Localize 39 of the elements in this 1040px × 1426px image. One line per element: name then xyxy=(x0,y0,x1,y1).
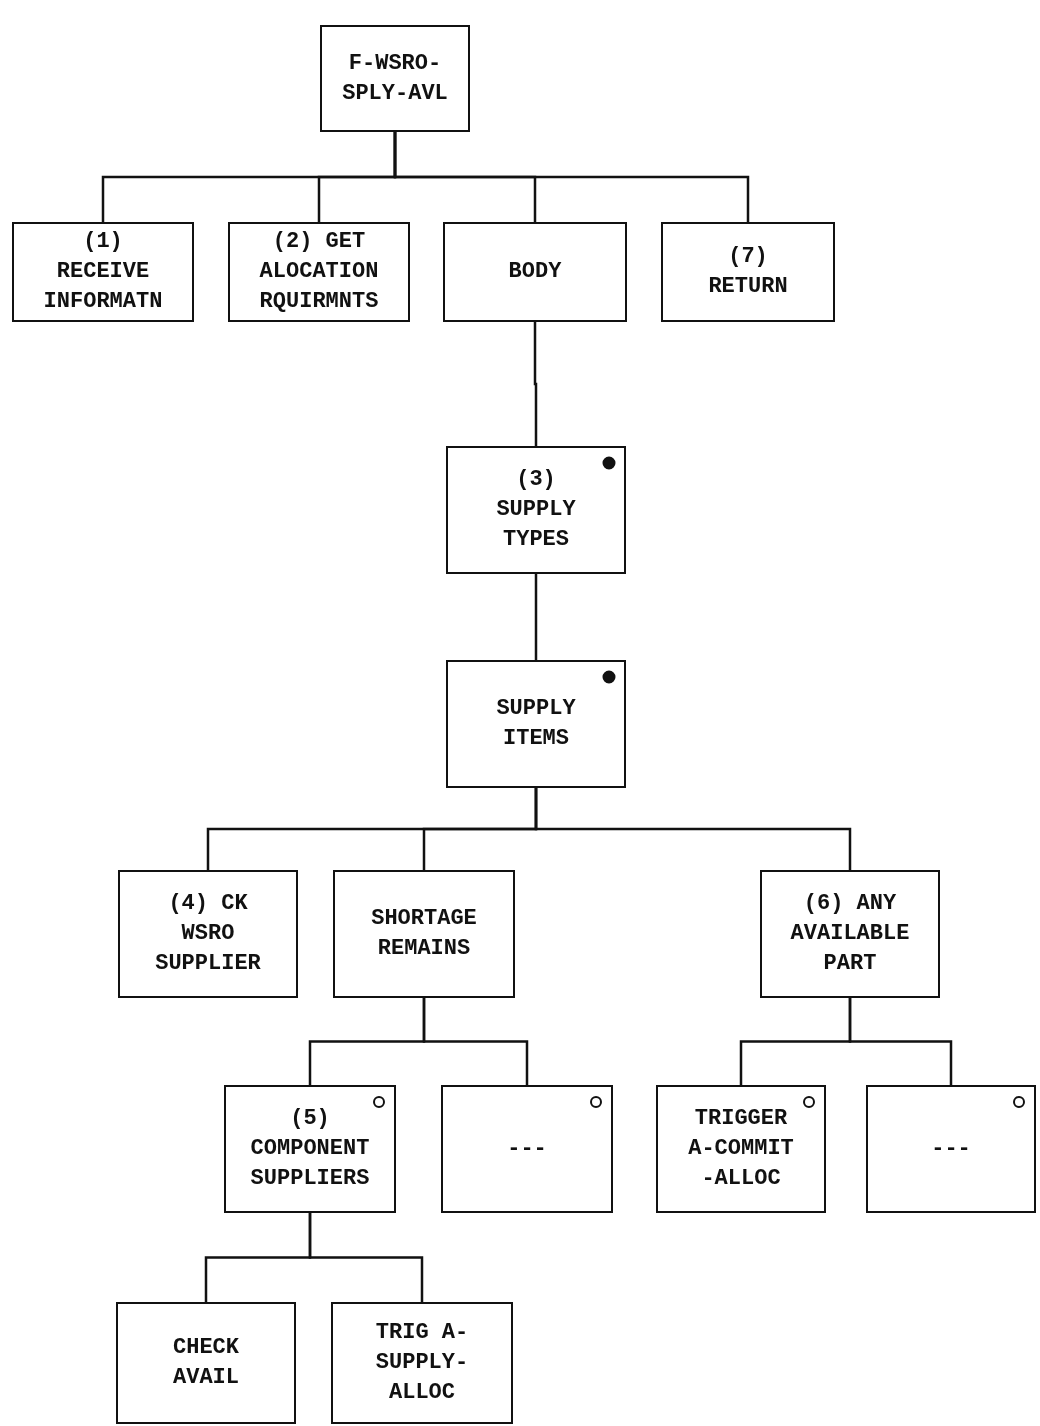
process-box xyxy=(441,1085,613,1213)
connector-line xyxy=(848,998,953,1085)
connector-line xyxy=(308,1213,424,1302)
connector-line xyxy=(534,788,852,870)
process-box xyxy=(118,870,298,998)
process-box xyxy=(224,1085,396,1213)
box-label: (7) RETURN xyxy=(707,243,789,301)
connector-line xyxy=(534,574,538,660)
process-box xyxy=(320,25,470,132)
process-box xyxy=(446,660,626,788)
process-box xyxy=(656,1085,826,1213)
process-box xyxy=(760,870,940,998)
process-box xyxy=(866,1085,1036,1213)
box-label: (5) COMPONENT SUPPLIERS xyxy=(249,1105,371,1193)
connector-line xyxy=(533,322,538,446)
box-label: (1) RECEIVE INFORMATN xyxy=(42,228,164,316)
box-label: CHECK AVAIL xyxy=(172,1334,240,1392)
process-box xyxy=(333,870,515,998)
box-label: BODY xyxy=(508,258,562,286)
box-label: --- xyxy=(507,1135,547,1163)
box-label: (4) CK WSRO SUPPLIER xyxy=(154,890,262,978)
connector-line xyxy=(393,132,750,222)
box-label: F-WSRO- SPLY-AVL xyxy=(341,49,449,108)
box-label: (3) SUPPLY TYPES xyxy=(495,466,577,554)
process-box xyxy=(12,222,194,322)
process-box xyxy=(331,1302,513,1424)
process-box xyxy=(228,222,410,322)
box-label: TRIGGER A-COMMIT -ALLOC xyxy=(687,1105,795,1193)
box-label: --- xyxy=(931,1135,971,1163)
process-box xyxy=(116,1302,296,1424)
process-box xyxy=(446,446,626,574)
box-label: (6) ANY AVAILABLE PART xyxy=(789,890,911,978)
box-label: SHORTAGE REMAINS xyxy=(370,905,478,963)
box-label: SUPPLY ITEMS xyxy=(495,695,577,753)
box-label: TRIG A- SUPPLY- ALLOC xyxy=(374,1319,470,1407)
process-box xyxy=(443,222,627,322)
connector-line xyxy=(422,998,529,1085)
box-label: (2) GET ALOCATION RQUIRMNTS xyxy=(258,228,380,316)
process-box xyxy=(661,222,835,322)
